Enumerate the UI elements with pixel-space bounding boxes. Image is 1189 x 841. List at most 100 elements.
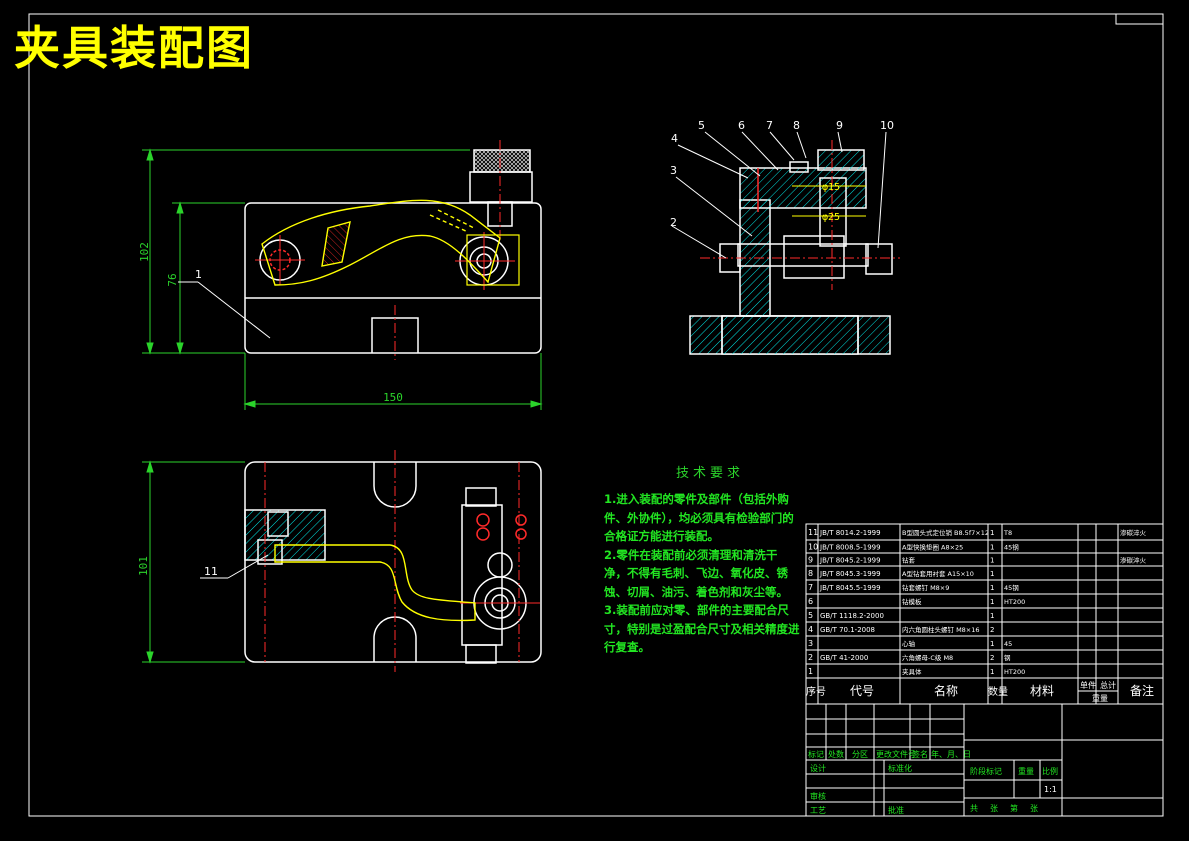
callout-3-label: 3 xyxy=(670,164,677,177)
dim-front-height-76: 76 xyxy=(166,273,179,286)
bom-header-material: 材料 xyxy=(1030,684,1054,698)
bom-cell-no: 8 xyxy=(808,569,813,578)
bom-header-note: 备注 xyxy=(1130,683,1154,698)
callout-11-leader xyxy=(227,554,269,579)
bom-cell-no: 9 xyxy=(808,556,813,565)
titleblock-text: 标记 处数 分区 更改文件号 签名 年、月、日 设计 标准化 审核 工艺 批准 … xyxy=(808,749,1058,815)
bom-cell-qty: 1 xyxy=(990,612,994,620)
bom-cell-code: JB/T 8014.2-1999 xyxy=(819,529,881,537)
tb-std: 标准化 xyxy=(888,763,912,773)
bom-cell-no: 3 xyxy=(808,639,813,648)
bom-cell-note: 渗碳淬火 xyxy=(1120,528,1147,537)
bom-cell-name: 钻套螺钉 M8×9 xyxy=(902,583,949,592)
bom-cell-qty: 1 xyxy=(990,544,994,552)
dim-front-width-150: 150 xyxy=(383,391,403,404)
corner-mark xyxy=(1115,13,1164,25)
bom-cell-code: JB/T 8045.2-1999 xyxy=(819,557,881,565)
bom-cell-no: 6 xyxy=(808,597,813,606)
tb-docno: 更改文件号 xyxy=(876,749,916,759)
bom-cell-material: HT200 xyxy=(1004,668,1025,676)
callout-7-label: 7 xyxy=(766,119,773,132)
dim-side-d25: φ25 xyxy=(822,212,840,223)
bom-cell-qty: 2 xyxy=(990,654,994,662)
bom-cell-qty: 2 xyxy=(990,626,994,634)
bom-cell-note: 渗碳淬火 xyxy=(1120,556,1147,565)
callout-2-label: 2 xyxy=(670,216,677,229)
bom-cell-no: 1 xyxy=(808,667,813,676)
callout-6-label: 6 xyxy=(738,119,745,132)
tb-zone: 分区 xyxy=(852,750,868,759)
callout-10-label: 10 xyxy=(880,119,894,132)
bom-cell-no: 11 xyxy=(808,528,818,537)
tb-approve: 批准 xyxy=(888,805,904,815)
bom-cell-code: GB/T 70.1-2008 xyxy=(820,626,875,634)
bom-cell-name: B型圆头式定位销 B8.5f7×12 xyxy=(902,528,989,537)
top-dimensions xyxy=(142,460,245,664)
bom-cell-name: 内六角圆柱头螺钉 M8×16 xyxy=(902,625,980,634)
top-view xyxy=(244,450,542,672)
bom-cell-material: 45钢 xyxy=(1004,584,1019,592)
bom-cell-qty: 1 xyxy=(990,584,994,592)
bom-cell-no: 2 xyxy=(808,653,813,662)
bom-cell-name: 心轴 xyxy=(902,639,916,648)
side-view xyxy=(689,140,900,355)
bom-cell-no: 10 xyxy=(808,543,818,552)
bom-cell-name: A型快换垫圈 A8×25 xyxy=(902,543,963,552)
bom-header-weight: 重量 xyxy=(1092,693,1108,703)
callout-5-label: 5 xyxy=(698,119,705,132)
bom-cell-name: 夹具体 xyxy=(902,667,922,676)
bom-header-qty: 数量 xyxy=(988,685,1008,698)
tb-date: 年、月、日 xyxy=(931,749,971,759)
tb-weight: 重量 xyxy=(1018,766,1034,776)
bom-cell-code: GB/T 1118.2-2000 xyxy=(820,612,884,620)
bom-header-total: 总计 xyxy=(1100,680,1116,690)
bom-header-code: 代号 xyxy=(850,684,874,698)
tech-item-3: 3.装配前应对零、部件的主要配合尺寸，特别是过盈配合尺寸及相关精度进行复查。 xyxy=(604,603,800,654)
bom-cell-no: 4 xyxy=(808,625,813,634)
bom-header-unit: 单件 xyxy=(1080,680,1096,690)
bom-cell-qty: 1 xyxy=(990,598,994,606)
bom-cell-qty: 1 xyxy=(990,668,994,676)
titleblock-grid xyxy=(805,703,1164,817)
bom-cell-qty: 1 xyxy=(990,529,994,537)
bom-header-name: 名称 xyxy=(934,683,958,698)
bom-cell-material: T8 xyxy=(1003,529,1012,537)
tech-requirements-body: 1.进入装配的零件及部件（包括外购件、外协件），均必须具有检验部门的合格证方能进… xyxy=(604,490,800,657)
bom-cell-material: HT200 xyxy=(1004,598,1025,606)
tech-requirements-heading: 技术要求 xyxy=(676,466,745,481)
bom-cell-material: 45钢 xyxy=(1004,544,1019,552)
tb-stage: 阶段标记 xyxy=(970,766,1002,776)
tb-design: 设计 xyxy=(810,763,826,773)
bom-header-no: 序号 xyxy=(806,685,826,698)
tb-scale-val: 1:1 xyxy=(1044,785,1057,794)
bom-cell-name: 钻模板 xyxy=(902,597,922,606)
bom-cell-code: JB/T 8045.5-1999 xyxy=(819,584,881,592)
bom-cell-name: 钻套 xyxy=(902,556,916,565)
callout-9-label: 9 xyxy=(836,119,843,132)
tb-mark: 标记 xyxy=(808,749,824,759)
callout-1-label: 1 xyxy=(195,268,202,281)
callout-4-label: 4 xyxy=(671,132,678,145)
callout-8-label: 8 xyxy=(793,119,800,132)
dim-side-d15: φ15 xyxy=(822,182,840,193)
tb-review: 审核 xyxy=(810,791,826,801)
bom-cell-name: A型钻套用衬套 A15×10 xyxy=(902,569,974,578)
tb-count: 处数 xyxy=(828,749,844,759)
side-callout-leaders xyxy=(671,131,887,259)
bom-cell-material: 钢 xyxy=(1004,654,1011,662)
bom-cell-code: JB/T 8008.5-1999 xyxy=(819,544,881,552)
bom-cell-name: 六角螺母-C级 M8 xyxy=(902,653,953,662)
tb-sign: 签名 xyxy=(912,749,928,759)
top-lever xyxy=(274,544,476,622)
dim-front-height-102: 102 xyxy=(138,242,151,262)
bom-cell-code: JB/T 8045.3-1999 xyxy=(819,570,881,578)
bom-cell-qty: 1 xyxy=(990,640,994,648)
drawing-frame xyxy=(28,13,1164,817)
front-dimensions xyxy=(142,148,543,410)
tech-item-2: 2.零件在装配前必须清理和清洗干净，不得有毛刺、飞边、氧化皮、锈蚀、切屑、油污、… xyxy=(604,547,788,599)
tb-scale: 比例 xyxy=(1042,766,1058,776)
tech-item-1: 1.进入装配的零件及部件（包括外购件、外协件），均必须具有检验部门的合格证方能进… xyxy=(604,492,794,543)
bom-header: 序号 代号 名称 数量 材料 单件 总计 重量 备注 xyxy=(806,680,1154,703)
